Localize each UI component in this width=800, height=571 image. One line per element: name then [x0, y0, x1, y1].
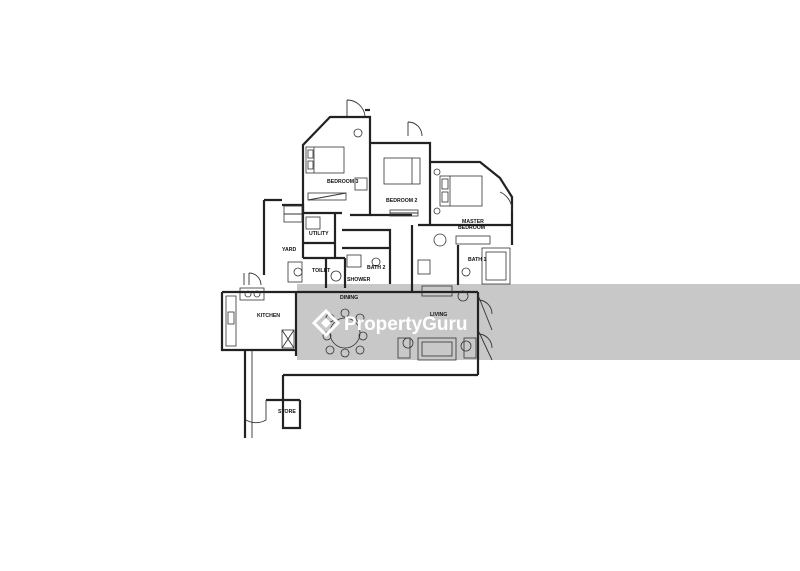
label-bath-1: BATH 1: [468, 257, 486, 263]
label-dining: DINING: [340, 295, 358, 301]
label-yard: YARD: [282, 247, 296, 253]
master-bedroom: [418, 160, 514, 247]
service-block: [262, 198, 392, 288]
watermark-text: PropertyGuru: [344, 314, 468, 335]
bedroom-3: [301, 115, 372, 217]
kitchen: [220, 272, 296, 352]
bath-1: [410, 225, 511, 292]
label-bedroom-2: BEDROOM 2: [386, 198, 418, 204]
label-shower: SHOWER: [347, 277, 371, 283]
label-toilet: TOILET: [312, 268, 331, 274]
watermark-band: [297, 284, 800, 360]
label-living: LIVING: [430, 312, 447, 318]
label-bath-2: BATH 2: [367, 265, 385, 271]
label-master-1: MASTER: [462, 219, 484, 225]
label-utility: UTILITY: [309, 231, 329, 237]
label-master-2: BEDROOM: [458, 225, 485, 231]
bedroom-2: [370, 141, 432, 217]
label-bedroom-3: BEDROOM 3: [327, 179, 359, 185]
store: [243, 350, 302, 438]
label-kitchen: KITCHEN: [257, 313, 280, 319]
propertyguru-logo-icon: [311, 308, 341, 338]
label-store: STORE: [278, 409, 296, 415]
